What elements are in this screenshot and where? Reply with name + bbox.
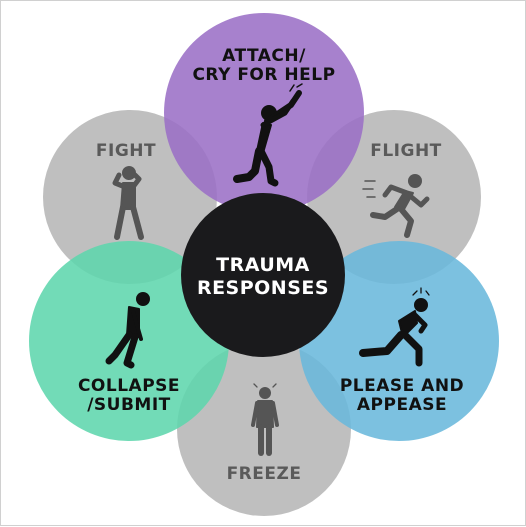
center-circle xyxy=(181,193,345,357)
fighting-stance-person-icon xyxy=(112,166,144,240)
flight-label: FLIGHT xyxy=(370,141,442,161)
collapse-label: COLLAPSE /SUBMIT xyxy=(77,376,181,416)
slumped-person-icon xyxy=(105,292,150,369)
attach-label: ATTACH/ CRY FOR HELP xyxy=(192,46,336,86)
center-label: TRAUMA RESPONSES xyxy=(196,254,330,299)
freeze-label: FREEZE xyxy=(226,464,302,484)
fight-label: FIGHT xyxy=(95,141,157,161)
standing-frozen-person-icon xyxy=(251,383,279,456)
kneeling-person-icon xyxy=(233,83,303,187)
bowing-kneeling-person-icon xyxy=(359,287,430,367)
running-person-icon xyxy=(362,174,430,238)
please-label: PLEASE AND APPEASE xyxy=(339,376,465,416)
